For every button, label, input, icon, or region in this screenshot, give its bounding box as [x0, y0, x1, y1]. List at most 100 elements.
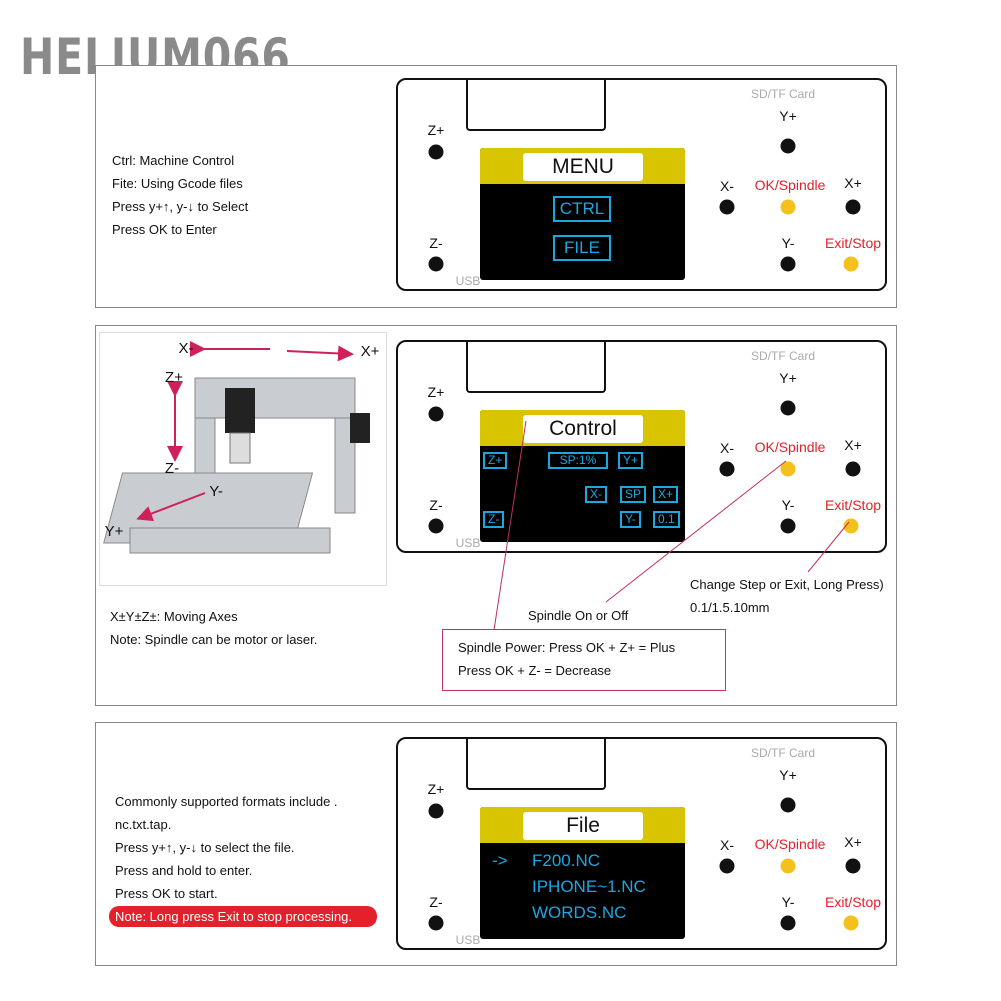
ok-spindle-button[interactable] — [780, 199, 796, 215]
note: X±Y±Z±: Moving Axes — [110, 609, 238, 624]
exit-stop-button[interactable] — [843, 256, 859, 272]
file-panel: Commonly supported formats include . nc.… — [95, 722, 897, 966]
spindle-onoff-note: Spindle On or Off — [528, 608, 629, 623]
z-plus-button[interactable] — [428, 144, 444, 160]
x-plus-label: X+ — [844, 175, 862, 191]
control-panel: X- X+ Z+ Z- Y- Y+ X±Y±Z±: Moving Axes No… — [95, 325, 897, 706]
ok-spindle-button[interactable] — [780, 461, 796, 477]
note: Press y+↑, y-↓ to Select — [112, 199, 249, 214]
y-plus-label: Y+ — [779, 767, 797, 783]
btn-z-plus[interactable]: Z+ — [483, 452, 508, 469]
exit-stop-label: Exit/Stop — [824, 894, 882, 910]
usb-label: USB — [455, 933, 481, 947]
y-minus-label: Y- — [781, 235, 795, 251]
note: Change Step or Exit, Long Press) — [690, 577, 884, 592]
x-plus-button[interactable] — [845, 858, 861, 874]
axis-label: Y+ — [104, 523, 124, 540]
x-plus-label: X+ — [844, 437, 862, 453]
controller-board: MENU CTRL FILE SD/TF Card USB Z+ Z- Y+ X… — [396, 78, 887, 291]
axis-label: X+ — [360, 343, 380, 360]
y-minus-button[interactable] — [780, 915, 796, 931]
y-minus-button[interactable] — [780, 518, 796, 534]
screen-title: File — [523, 812, 643, 840]
z-minus-button[interactable] — [428, 518, 444, 534]
step-size[interactable]: 0.1 — [653, 511, 680, 528]
y-plus-button[interactable] — [780, 138, 796, 154]
x-minus-button[interactable] — [719, 461, 735, 477]
exit-stop-label: Exit/Stop — [824, 235, 882, 251]
exit-stop-button[interactable] — [843, 915, 859, 931]
note: Press y+↑, y-↓ to select the file. — [115, 840, 295, 855]
x-minus-button[interactable] — [719, 199, 735, 215]
note: Note: Spindle can be motor or laser. — [110, 632, 318, 647]
step-note: Change Step or Exit, Long Press) 0.1/1.5… — [690, 573, 884, 619]
ok-spindle-label: OK/Spindle — [754, 836, 826, 852]
y-minus-label: Y- — [781, 894, 795, 910]
sd-card-label: SD/TF Card — [750, 746, 816, 760]
sd-card-slot — [466, 78, 606, 131]
x-plus-label: X+ — [844, 834, 862, 850]
ok-spindle-label: OK/Spindle — [754, 177, 826, 193]
note: nc.txt.tap. — [115, 817, 172, 832]
menu-file[interactable]: FILE — [553, 235, 611, 261]
y-plus-label: Y+ — [779, 370, 797, 386]
cursor-arrow: -> — [492, 851, 508, 870]
note: 0.1/1.5.10mm — [690, 600, 770, 615]
spindle-speed[interactable]: SP:1% — [548, 452, 608, 469]
z-minus-button[interactable] — [428, 256, 444, 272]
z-plus-label: Z+ — [427, 122, 445, 138]
usb-label: USB — [455, 536, 481, 550]
screen-title: Control — [523, 415, 643, 443]
note: Commonly supported formats include . — [115, 794, 338, 809]
note: Ctrl: Machine Control — [112, 153, 235, 168]
y-plus-button[interactable] — [780, 400, 796, 416]
note: Press OK to start. — [115, 886, 218, 901]
menu-panel: Ctrl: Machine Control Fite: Using Gcode … — [95, 65, 897, 308]
btn-spindle[interactable]: SP — [620, 486, 647, 503]
note: Fite: Using Gcode files — [112, 176, 243, 191]
x-minus-label: X- — [720, 837, 734, 853]
cnc-machine-image: X- X+ Z+ Z- Y- Y+ — [99, 332, 387, 586]
oled-screen: MENU CTRL FILE — [480, 148, 685, 280]
screen-title: MENU — [523, 153, 643, 181]
note: Press OK to Enter — [112, 222, 217, 237]
exit-stop-button[interactable] — [843, 518, 859, 534]
note: Spindle Power: Press OK + Z+ = Plus — [458, 640, 676, 655]
btn-z-minus[interactable]: Z- — [483, 511, 505, 528]
note: Press OK + Z- = Decrease — [458, 663, 612, 678]
y-minus-button[interactable] — [780, 256, 796, 272]
sd-card-label: SD/TF Card — [750, 349, 816, 363]
oled-screen: File -> F200.NC IPHONE~1.NC WORDS.NC — [480, 807, 685, 939]
warning-note: Note: Long press Exit to stop processing… — [109, 906, 377, 927]
exit-stop-label: Exit/Stop — [824, 497, 882, 513]
y-plus-button[interactable] — [780, 797, 796, 813]
btn-x-minus[interactable]: X- — [585, 486, 607, 503]
x-minus-button[interactable] — [719, 858, 735, 874]
spindle-power-note: Spindle Power: Press OK + Z+ = Plus Pres… — [442, 629, 726, 691]
file-item[interactable]: F200.NC — [532, 851, 601, 870]
z-plus-label: Z+ — [427, 781, 445, 797]
btn-y-minus[interactable]: Y- — [620, 511, 641, 528]
note: Press and hold to enter. — [115, 863, 253, 878]
x-plus-button[interactable] — [845, 199, 861, 215]
z-minus-label: Z- — [429, 497, 443, 513]
axis-label: Z+ — [165, 369, 183, 386]
sd-card-slot — [466, 340, 606, 393]
z-minus-label: Z- — [429, 894, 443, 910]
x-minus-label: X- — [720, 178, 734, 194]
menu-ctrl[interactable]: CTRL — [553, 196, 611, 222]
file-item[interactable]: WORDS.NC — [532, 903, 627, 922]
z-minus-button[interactable] — [428, 915, 444, 931]
z-plus-button[interactable] — [428, 406, 444, 422]
callout-lines — [493, 420, 850, 631]
btn-x-plus[interactable]: X+ — [653, 486, 679, 503]
z-plus-button[interactable] — [428, 803, 444, 819]
control-notes: X±Y±Z±: Moving Axes Note: Spindle can be… — [110, 605, 317, 651]
y-plus-label: Y+ — [779, 108, 797, 124]
file-item[interactable]: IPHONE~1.NC — [532, 877, 646, 896]
file-notes: Commonly supported formats include . nc.… — [115, 790, 338, 905]
ok-spindle-button[interactable] — [780, 858, 796, 874]
x-plus-button[interactable] — [845, 461, 861, 477]
btn-y-plus[interactable]: Y+ — [618, 452, 644, 469]
controller-board: Control Z+ SP:1% Y+ X- SP X+ Z- Y- 0.1 S… — [396, 340, 887, 553]
